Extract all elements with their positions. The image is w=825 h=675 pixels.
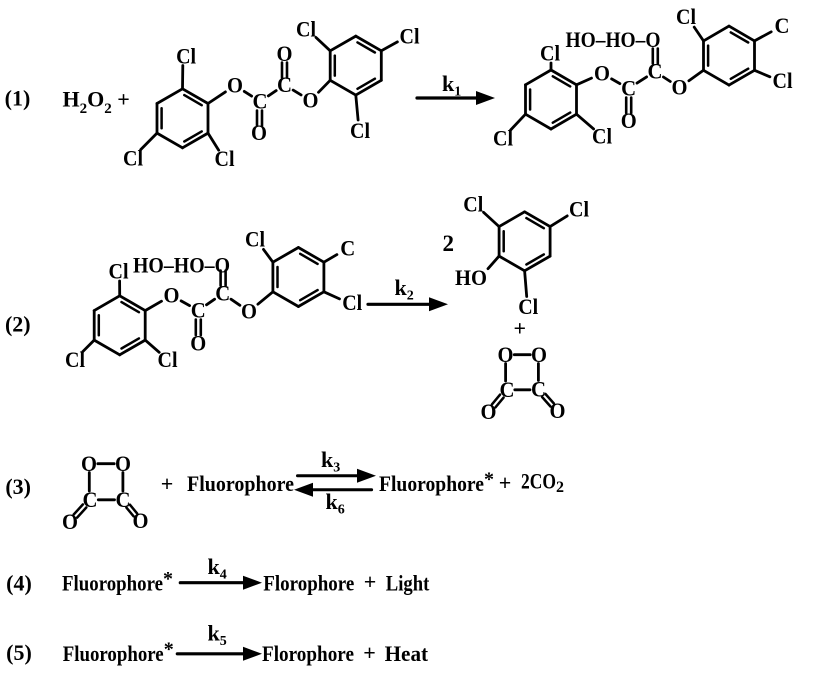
svg-text:Cl: Cl: [176, 43, 196, 68]
svg-text:Cl: Cl: [773, 68, 793, 93]
svg-text:+: +: [363, 640, 376, 665]
svg-text:O: O: [531, 342, 547, 367]
svg-text:Cl: Cl: [158, 347, 178, 372]
svg-text:C: C: [648, 59, 663, 84]
svg-text:+: +: [514, 315, 527, 340]
svg-text:+: +: [499, 470, 512, 495]
svg-text:Fluorophore*: Fluorophore*: [62, 568, 173, 596]
svg-text:Light: Light: [386, 571, 430, 596]
svg-text:HO–HO–O: HO–HO–O: [566, 27, 661, 52]
svg-text:Fluorophore: Fluorophore: [187, 471, 294, 496]
svg-text:(1): (1): [5, 86, 31, 111]
svg-text:Cl: Cl: [350, 118, 370, 143]
svg-text:O: O: [621, 108, 637, 133]
svg-text:O: O: [227, 72, 243, 97]
svg-text:k2: k2: [395, 275, 414, 304]
svg-text:Cl: Cl: [676, 4, 696, 29]
svg-text:k5: k5: [208, 621, 227, 650]
svg-text:C: C: [277, 72, 292, 97]
svg-text:Cl: Cl: [493, 126, 513, 151]
svg-text:Cl: Cl: [296, 17, 316, 42]
svg-text:Fluorophore*: Fluorophore*: [379, 469, 494, 497]
svg-text:HO–HO–O: HO–HO–O: [133, 252, 230, 277]
svg-text:Cl: Cl: [342, 290, 362, 315]
svg-text:Cl: Cl: [245, 227, 265, 252]
svg-text:k3: k3: [321, 447, 340, 476]
svg-text:C: C: [500, 377, 515, 402]
svg-text:O: O: [498, 342, 514, 367]
svg-text:Cl: Cl: [592, 124, 612, 149]
svg-text:k1: k1: [442, 71, 461, 100]
svg-text:C: C: [116, 487, 131, 512]
svg-text:(5): (5): [6, 640, 32, 665]
svg-text:O: O: [277, 41, 293, 66]
svg-text:Cl: Cl: [463, 191, 483, 216]
svg-text:Cl: Cl: [540, 40, 560, 65]
svg-text:C: C: [621, 76, 636, 101]
svg-text:+: +: [161, 471, 174, 496]
svg-text:2CO2: 2CO2: [521, 469, 564, 497]
svg-text:O: O: [241, 299, 257, 324]
svg-text:Cl: Cl: [109, 259, 129, 284]
svg-text:Cl: Cl: [123, 146, 143, 171]
svg-text:O: O: [164, 283, 180, 308]
svg-text:Cl: Cl: [400, 23, 420, 48]
svg-text:(2): (2): [5, 312, 31, 337]
svg-text:O: O: [81, 451, 97, 476]
svg-text:Cl: Cl: [569, 196, 589, 221]
svg-text:2: 2: [442, 231, 454, 256]
svg-text:C: C: [775, 13, 790, 38]
svg-text:(3): (3): [5, 474, 31, 499]
svg-text:O: O: [190, 331, 206, 356]
svg-text:Heat: Heat: [385, 641, 429, 666]
svg-text:Florophore: Florophore: [262, 641, 354, 666]
svg-text:C: C: [191, 298, 206, 323]
svg-text:O: O: [672, 75, 688, 100]
svg-text:C: C: [340, 236, 355, 261]
svg-text:H2O2 +: H2O2 +: [63, 87, 130, 118]
svg-text:k6: k6: [326, 489, 345, 518]
svg-text:O: O: [115, 451, 131, 476]
svg-text:k4: k4: [208, 554, 227, 583]
svg-text:HO: HO: [455, 265, 487, 290]
svg-text:C: C: [531, 377, 546, 402]
svg-text:Fluorophore*: Fluorophore*: [63, 639, 174, 667]
svg-text:Cl: Cl: [215, 146, 235, 171]
svg-text:C: C: [215, 281, 230, 306]
svg-text:O: O: [251, 120, 267, 145]
svg-text:Cl: Cl: [65, 347, 85, 372]
svg-text:Cl: Cl: [518, 294, 538, 319]
svg-text:C: C: [83, 487, 98, 512]
svg-text:O: O: [594, 60, 610, 85]
svg-text:(4): (4): [6, 571, 32, 596]
svg-text:O: O: [303, 88, 319, 113]
svg-text:Florophore: Florophore: [263, 571, 354, 596]
svg-text:C: C: [253, 89, 268, 114]
svg-text:+: +: [364, 569, 377, 594]
